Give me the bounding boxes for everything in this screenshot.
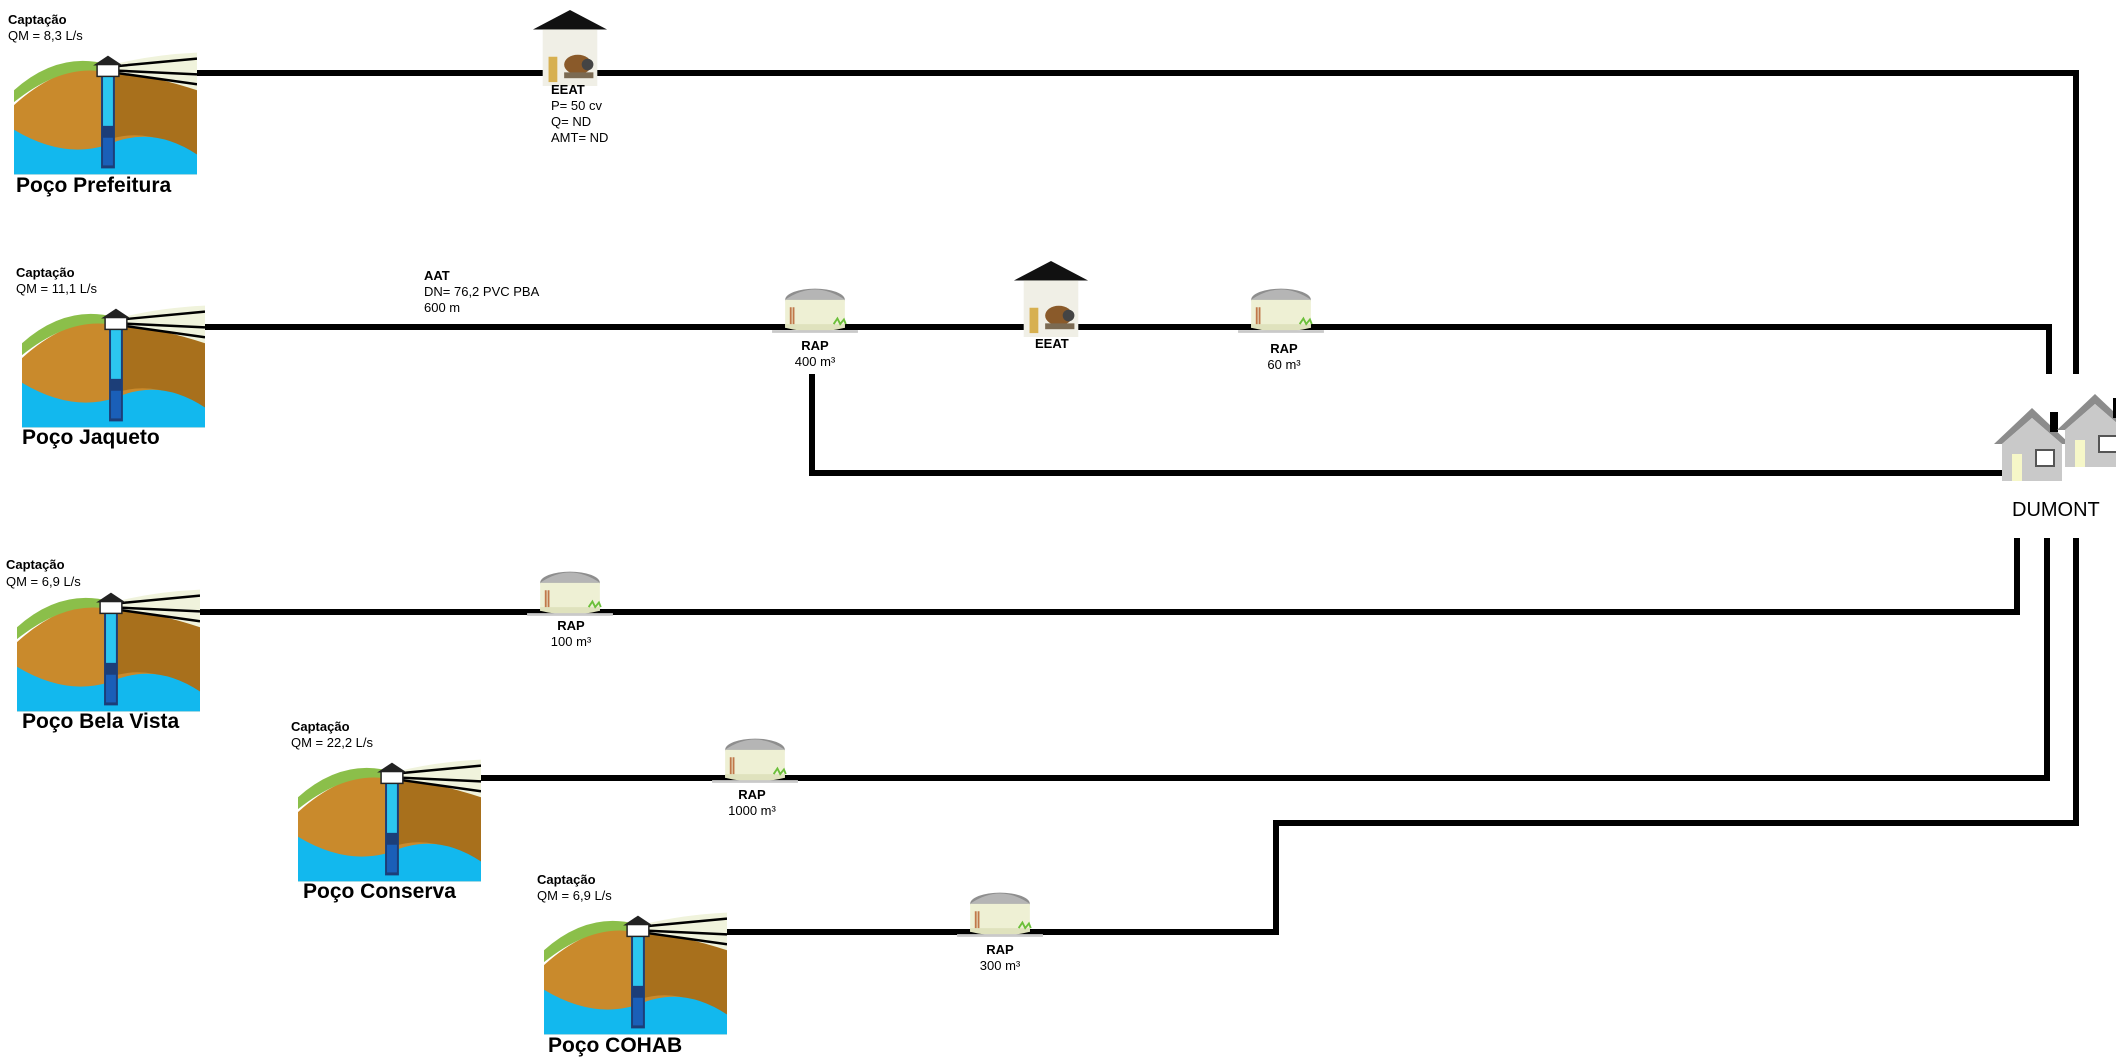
well-flow: QM = 8,3 L/s: [8, 28, 83, 43]
pipe-rap400-return: [809, 374, 2006, 476]
houses-icon: [1993, 407, 2071, 481]
destination-name: DUMONT: [2012, 499, 2100, 521]
reservoir-icon: [525, 570, 615, 617]
pipeline-diameter: DN= 76,2 PVC PBA: [424, 284, 540, 299]
pump-station-head: AMT= ND: [551, 130, 609, 145]
well-flow: QM = 6,9 L/s: [537, 888, 612, 903]
well-name: Poço Bela Vista: [22, 710, 180, 733]
well-caption: Captação: [537, 872, 596, 887]
reservoir-title: RAP: [801, 338, 829, 353]
pipe-belavista: [190, 538, 2020, 615]
pipeline-title: AAT: [424, 268, 450, 283]
well-icon: [14, 50, 197, 175]
houses-icon: [2056, 393, 2116, 467]
reservoir-volume: 300 m³: [979, 958, 1021, 973]
pump-station-title: EEAT: [1035, 336, 1069, 351]
reservoir-volume: 100 m³: [550, 634, 592, 649]
pump-station-icon: [1013, 260, 1089, 337]
pump-station-title: EEAT: [551, 82, 585, 97]
reservoir-title: RAP: [1270, 341, 1298, 356]
well-flow: QM = 11,1 L/s: [16, 281, 98, 296]
well-name: Poço Prefeitura: [16, 174, 172, 197]
pump-station-flow: Q= ND: [551, 114, 592, 129]
well-icon: [544, 910, 727, 1035]
well-caption: Captação: [6, 557, 65, 572]
well-name: Poço Jaqueto: [22, 426, 160, 449]
well-caption: Captação: [8, 12, 67, 27]
pipe-conserva: [475, 538, 2050, 781]
reservoir-title: RAP: [986, 942, 1014, 957]
pipe-cohab: [718, 538, 2079, 935]
pump-station-icon: [532, 9, 608, 86]
well-caption: Captação: [291, 719, 350, 734]
well-flow: QM = 22,2 L/s: [291, 735, 374, 750]
pipe-prefeitura: [190, 70, 2079, 374]
pump-station-power: P= 50 cv: [551, 98, 602, 113]
well-icon: [298, 757, 481, 882]
well-flow: QM = 6,9 L/s: [6, 574, 81, 589]
well-caption: Captação: [16, 265, 75, 280]
pipe-jaqueto: [195, 324, 2052, 374]
pipeline-length: 600 m: [424, 300, 461, 315]
well-icon: [22, 303, 205, 428]
well-name: Poço Conserva: [303, 880, 456, 903]
well-icon: [17, 587, 200, 712]
reservoir-volume: 60 m³: [1267, 357, 1301, 372]
reservoir-volume: 400 m³: [794, 354, 836, 369]
well-name: Poço COHAB: [548, 1034, 683, 1057]
reservoir-title: RAP: [738, 787, 766, 802]
reservoir-title: RAP: [557, 618, 585, 633]
reservoir-volume: 1000 m³: [728, 803, 776, 818]
